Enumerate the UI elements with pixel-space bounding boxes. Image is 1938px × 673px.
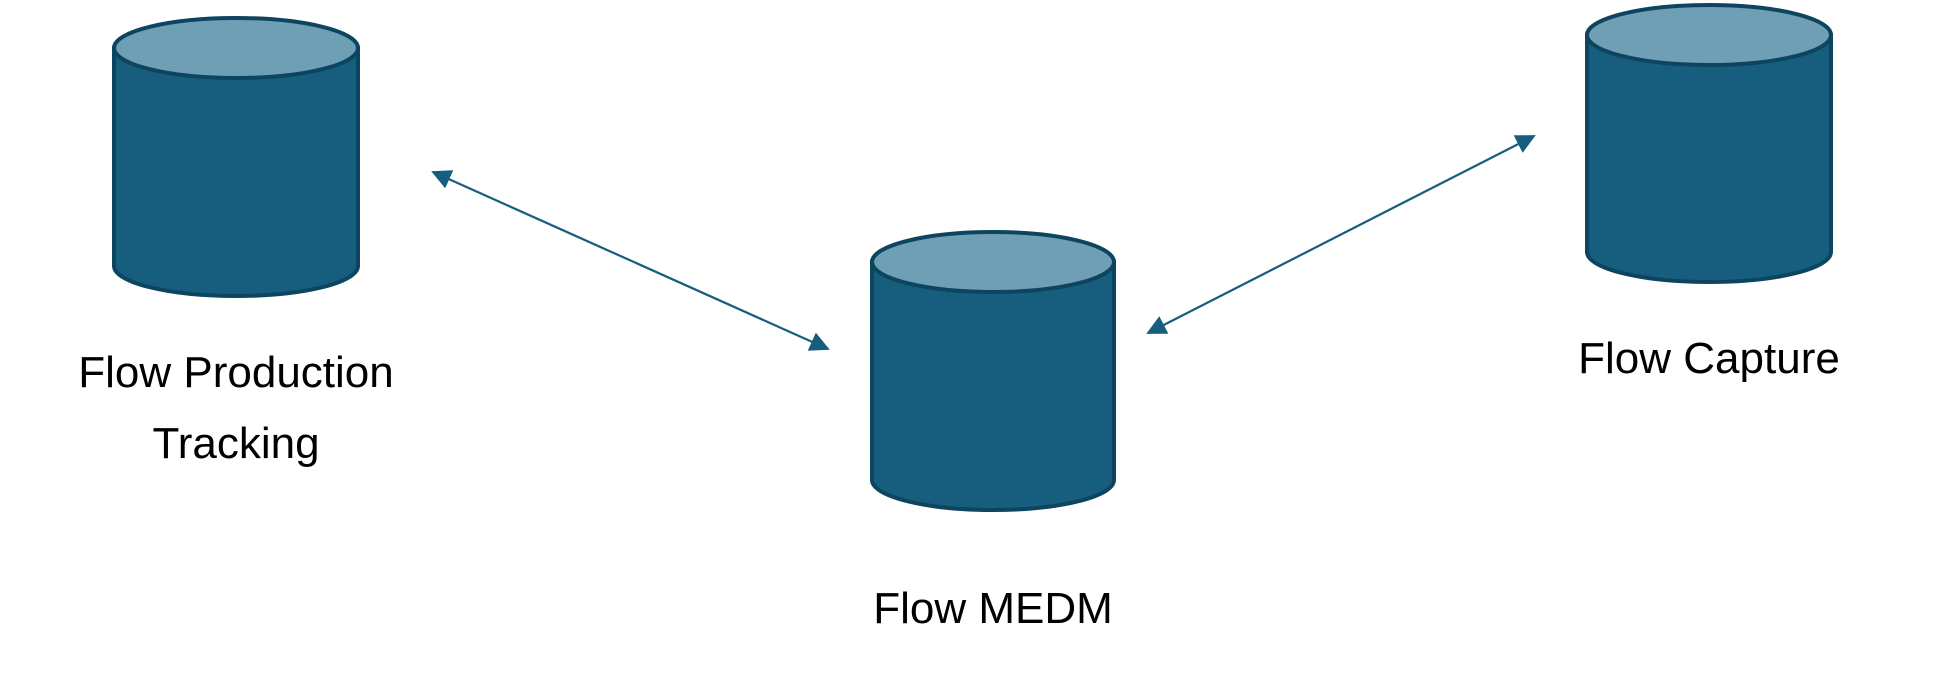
node-label-line-1: Flow Production: [78, 348, 393, 397]
cylinder-top: [112, 16, 360, 80]
cylinder-body: [1585, 33, 1833, 284]
database-cylinder-icon: [1585, 3, 1833, 284]
cylinder-body: [112, 46, 360, 298]
bidirectional-arrow-medm-capture[interactable]: [1146, 135, 1536, 334]
database-cylinder-icon: [870, 230, 1116, 512]
cylinder-body: [870, 260, 1116, 512]
node-production-tracking[interactable]: Flow Production Tracking: [78, 16, 394, 468]
database-cylinder-icon: [112, 16, 360, 298]
node-label-line-1: Flow MEDM: [873, 584, 1113, 633]
node-capture[interactable]: Flow Capture: [1578, 3, 1840, 383]
cylinder-top: [870, 230, 1116, 294]
node-label-line-2: Tracking: [152, 419, 319, 468]
bidirectional-arrow-production-medm[interactable]: [431, 170, 830, 351]
cylinder-top: [1585, 3, 1833, 67]
node-label-line-1: Flow Capture: [1578, 334, 1840, 383]
node-medm[interactable]: Flow MEDM: [870, 230, 1116, 633]
